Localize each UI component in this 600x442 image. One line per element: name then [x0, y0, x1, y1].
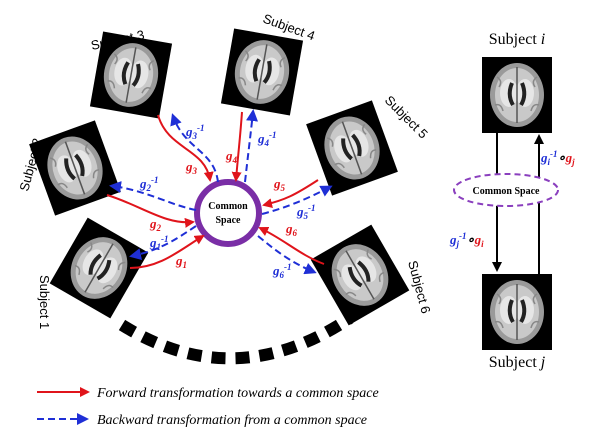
more-subjects-arc — [118, 313, 354, 365]
forward-arrow-5 — [262, 179, 319, 209]
forward-label-3: g3 — [185, 159, 198, 176]
forward-arrow-6 — [258, 226, 325, 265]
forward-arrow-1 — [129, 234, 205, 269]
backward-arrow-5 — [261, 185, 333, 215]
subject-j-scan — [480, 272, 554, 352]
forward-label-6: g6 — [285, 221, 298, 238]
backward-arrow-2 — [109, 181, 197, 211]
common-space-ellipse — [453, 173, 559, 207]
forward-label-1: g1 — [175, 253, 187, 270]
subject-6-scan — [308, 222, 412, 328]
forward-arrow-4 — [231, 111, 243, 182]
forward-label-5: g5 — [273, 176, 286, 193]
forward-label-2: g2 — [149, 216, 162, 233]
backward-arrow-6 — [257, 235, 317, 275]
subject-5-label: Subject 5 — [382, 93, 431, 142]
subject-i-scan — [480, 55, 554, 135]
backward-label-2: g2-1 — [139, 175, 159, 193]
subject-i-label: Subject i — [489, 31, 545, 48]
subject-j-label: Subject j — [489, 354, 546, 371]
backward-arrow-4 — [244, 109, 259, 183]
forward-arrow-3 — [157, 114, 214, 182]
common-space-label-line1: Common — [208, 201, 248, 212]
backward-label-6: g6-1 — [272, 262, 292, 280]
subject-4-scan — [218, 26, 306, 118]
forward-arrow-2 — [106, 194, 195, 228]
backward-label-4: g4-1 — [257, 130, 277, 148]
backward-arrow-1 — [129, 225, 197, 260]
up-transform-label: gi-1∘gj — [540, 149, 575, 167]
common-space-ellipse-label: Common Space — [473, 186, 541, 197]
subject-5-scan — [304, 98, 400, 198]
backward-label-5: g5-1 — [296, 203, 316, 221]
common-space-label-line2: Space — [216, 215, 242, 226]
legend-forward-text: Forward transformation towards a common … — [96, 386, 379, 401]
forward-label-4: g4 — [225, 148, 238, 165]
down-transform-label: gj-1∘gi — [449, 231, 484, 249]
subject-1-label: Subject 1 — [37, 275, 52, 329]
backward-label-1: g1-1 — [149, 234, 169, 252]
backward-arrow-3 — [170, 113, 219, 183]
subject-2-scan — [27, 118, 123, 218]
common-space-ring — [194, 179, 262, 247]
subject-6-label: Subject 6 — [405, 259, 434, 315]
backward-label-3: g3-1 — [185, 123, 205, 141]
legend-backward-text: Backward transformation from a common sp… — [97, 413, 367, 428]
